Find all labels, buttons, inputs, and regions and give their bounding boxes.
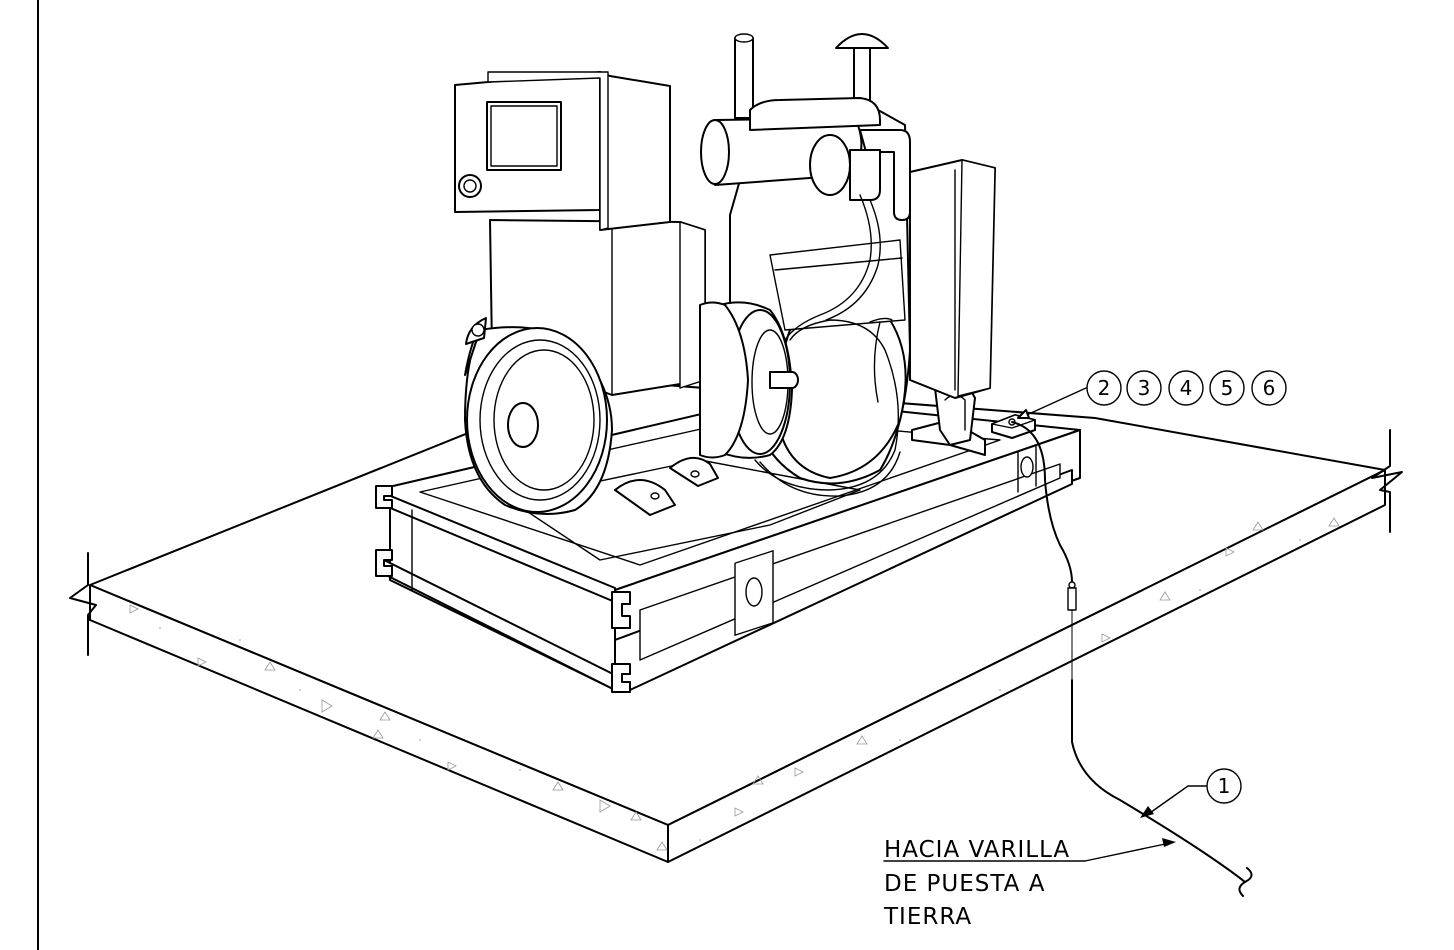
callout-bubble-4: [1168, 370, 1204, 406]
alternator-shaft: [507, 402, 539, 448]
callout-bubble-1: [1206, 768, 1242, 804]
callout-text-5: 5: [1221, 376, 1234, 400]
skid-channel-end-front-low: [611, 663, 631, 693]
air-intake-cap: [835, 33, 889, 49]
exhaust-system: [700, 33, 911, 341]
ground-clamp: [1067, 587, 1077, 611]
slab-break-right: [1371, 429, 1403, 533]
callout-text-1: 1: [1218, 774, 1231, 798]
callout-bubble-3: [1126, 370, 1162, 406]
radiator: [909, 159, 996, 399]
callout-bubble-5: [1209, 370, 1245, 406]
grounding-note: HACIA VARILLA DE PUESTA A TIERRA: [883, 837, 1176, 930]
engine-wiring: [754, 319, 900, 491]
note-line-3: TIERRA: [883, 904, 972, 930]
control-panel: [454, 71, 671, 231]
slab-break-left: [69, 552, 97, 656]
skid-base: [375, 397, 1081, 693]
skid-lift-hole-rear: [1020, 456, 1034, 478]
ground-cable-break: [1238, 867, 1253, 897]
note-line-2: DE PUESTA A: [884, 871, 1045, 897]
skid-channel-end-left: [375, 485, 393, 509]
skid-deck-inner: [509, 459, 861, 561]
exhaust-stack: [734, 37, 754, 119]
note-line-1: HACIA VARILLA: [884, 837, 1070, 863]
alternator-feet: [614, 457, 719, 516]
exhaust-pipe: [859, 129, 911, 221]
ground-cable-upper: [1011, 421, 1073, 583]
engine-shaft: [769, 371, 799, 389]
callout-bubbles-group: 2 3 4 5 6: [1017, 370, 1287, 419]
callout-text-2: 2: [1098, 376, 1111, 400]
callout-text-3: 3: [1138, 376, 1151, 400]
skid-channel-end-left-low: [375, 549, 393, 577]
callout-bubble-2: [1086, 370, 1122, 406]
skid-lift-hole-front: [745, 577, 763, 607]
callout-bubble-6: [1251, 370, 1287, 406]
control-panel-side: [599, 71, 671, 231]
ground-cable-lower: [1071, 679, 1246, 883]
rocker-cover: [749, 97, 881, 131]
slab-side-face: [667, 469, 1386, 863]
callout-ground-cable: 1: [1140, 768, 1242, 818]
callout-text-4: 4: [1180, 376, 1193, 400]
control-panel-screen: [486, 101, 562, 171]
concrete-texture: [129, 517, 1340, 851]
engine-mount-rear: [911, 379, 986, 456]
engine-dipstick: [869, 317, 893, 403]
alternator: [464, 219, 749, 515]
skid-channel-end-front: [611, 591, 631, 629]
alternator-drum: [699, 301, 749, 459]
ground-connection: [991, 414, 1253, 897]
callout-text-6: 6: [1263, 376, 1276, 400]
